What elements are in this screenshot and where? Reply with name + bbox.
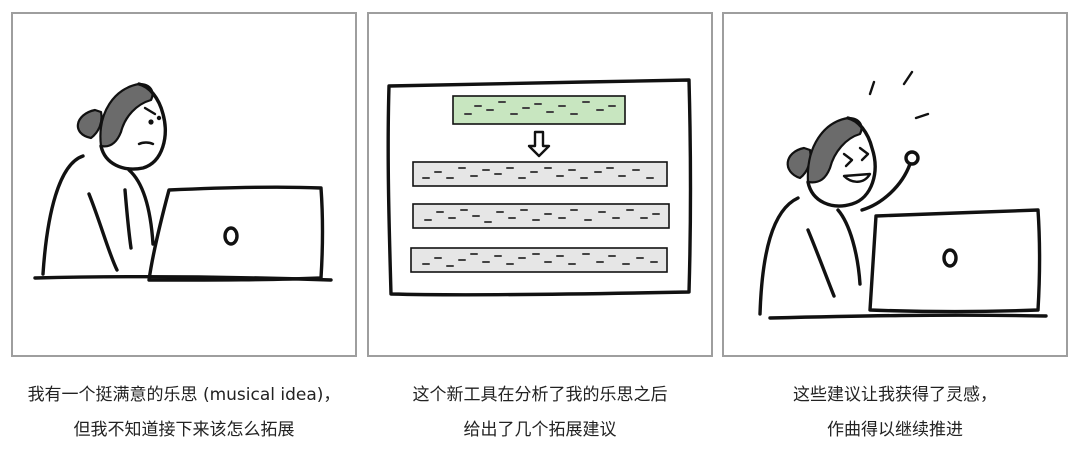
- caption-line: 这些建议让我获得了灵感，: [793, 385, 997, 405]
- eye: [858, 146, 870, 162]
- back: [836, 208, 862, 286]
- caption-line: 但我不知道接下来该怎么拓展: [73, 420, 295, 440]
- laptop-screen: [147, 185, 325, 282]
- caption-line: 这个新工具在分析了我的乐思之后: [412, 385, 668, 405]
- fist: [904, 150, 920, 166]
- body: [41, 154, 85, 276]
- confused-person-illustration: [33, 82, 333, 282]
- eye: [842, 152, 854, 168]
- caption-panel-3: 这些建议让我获得了灵感， 作曲得以继续推进: [717, 378, 1073, 448]
- caption-line: 给出了几个拓展建议: [463, 420, 617, 440]
- body: [758, 196, 800, 316]
- arm: [87, 192, 119, 272]
- arm: [806, 228, 836, 298]
- comic-panel-2: [367, 12, 713, 357]
- laptop-screen: [868, 208, 1042, 314]
- arm: [123, 188, 133, 250]
- tool-illustration: [386, 78, 693, 297]
- head: [806, 116, 877, 208]
- laptop-logo: [942, 248, 958, 268]
- notes: [424, 209, 660, 223]
- laptop-logo: [223, 226, 239, 246]
- notes: [422, 253, 658, 267]
- eye: [148, 119, 154, 125]
- table: [768, 313, 1048, 320]
- suggestion-bar: [410, 247, 668, 273]
- mouth: [842, 172, 872, 183]
- hair: [806, 116, 863, 184]
- suggestion-bar: [412, 203, 670, 229]
- happy-person-illustration: [758, 70, 1048, 320]
- caption-line: 我有一个挺满意的乐思 (musical idea)，: [27, 385, 341, 405]
- arrow-down-icon: [527, 130, 551, 158]
- eyebrow: [143, 106, 157, 116]
- eye: [156, 115, 162, 121]
- suggestion-bar: [412, 161, 668, 187]
- excitement-marks: [868, 70, 930, 120]
- caption-line: 作曲得以继续推进: [827, 420, 963, 440]
- notes: [464, 101, 616, 115]
- caption-panel-1: 我有一个挺满意的乐思 (musical idea)， 但我不知道接下来该怎么拓展: [6, 378, 362, 448]
- tool-screen: [386, 78, 693, 297]
- head: [99, 82, 167, 171]
- back: [127, 168, 155, 246]
- notes: [422, 167, 654, 179]
- caption-panel-2: 这个新工具在分析了我的乐思之后 给出了几个拓展建议: [362, 378, 718, 448]
- mouth: [137, 141, 155, 146]
- hair-bun: [76, 108, 103, 140]
- comic-panel-1: [11, 12, 357, 357]
- comic-panel-3: [722, 12, 1068, 357]
- raised-arm: [860, 162, 912, 212]
- hair: [99, 82, 154, 148]
